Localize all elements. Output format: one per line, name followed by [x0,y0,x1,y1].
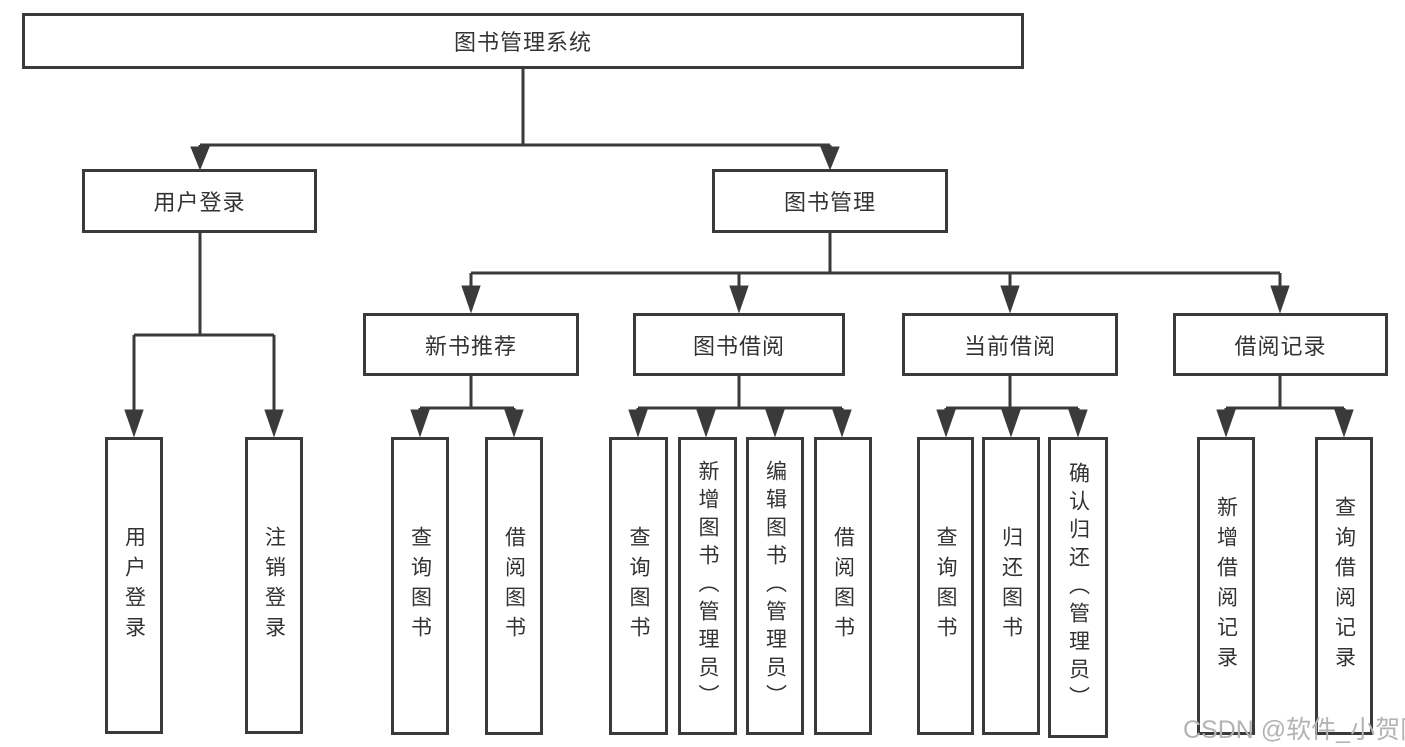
leaf-add-books-admin: 新增图书（管理员） [678,437,737,735]
leaf-label: 新增借阅记录 [1214,496,1238,676]
connector-root-to-level2 [190,68,840,171]
connector-current-borrow-children [936,376,1088,438]
node-label: 新书推荐 [424,333,517,359]
leaf-logout: 注销登录 [245,437,303,734]
leaf-query-borrow-record: 查询借阅记录 [1315,437,1373,735]
leaf-label: 查询图书 [627,526,650,646]
leaf-label: 编辑图书（管理员） [763,460,787,712]
node-label: 当前借阅 [963,333,1056,359]
node-label: 用户登录 [153,190,246,215]
connector-book-borrow-children [628,376,852,438]
leaf-label: 查询图书 [408,526,432,646]
leaf-query-books-borrow: 查询图书 [609,437,668,735]
leaf-return-books: 归还图书 [982,437,1040,735]
connector-book-management-children [461,233,1290,314]
leaf-borrow-books-recommend: 借阅图书 [485,437,543,735]
node-user-login: 用户登录 [82,169,317,233]
node-new-book-recommendation: 新书推荐 [363,313,579,376]
leaf-label: 新增图书（管理员） [696,460,719,712]
connector-borrow-records-children [1216,376,1354,438]
node-label: 图书管理 [783,190,876,215]
node-book-management: 图书管理 [712,169,948,233]
leaf-label: 确认归还（管理员） [1066,461,1090,714]
node-label: 借阅记录 [1234,333,1327,359]
leaf-add-borrow-record: 新增借阅记录 [1197,437,1255,735]
leaf-label: 归还图书 [999,526,1023,646]
node-current-borrowing: 当前借阅 [902,313,1118,376]
leaf-label: 查询图书 [934,526,957,646]
connector-user-login-children [124,233,284,438]
watermark-text: CSDN @软件_小贺同学 [1183,716,1405,744]
leaf-edit-books-admin: 编辑图书（管理员） [746,437,804,735]
leaf-query-books-current: 查询图书 [917,437,974,735]
connector-new-book-children [410,376,524,438]
leaf-query-books-recommend: 查询图书 [391,437,449,735]
node-label: 图书管理系统 [453,30,592,55]
leaf-label: 查询借阅记录 [1332,496,1356,676]
leaf-label: 借阅图书 [502,526,526,646]
leaf-label: 借阅图书 [831,526,855,646]
leaf-borrow-books: 借阅图书 [814,437,872,735]
leaf-label: 注销登录 [262,525,286,646]
leaf-user-login: 用户登录 [105,437,163,734]
leaf-label: 用户登录 [122,525,146,646]
node-label: 图书借阅 [692,333,785,359]
node-borrowing-records: 借阅记录 [1173,313,1388,376]
leaf-confirm-return-admin: 确认归还（管理员） [1048,437,1108,738]
node-library-management-system: 图书管理系统 [22,13,1024,69]
node-book-borrowing: 图书借阅 [633,313,845,376]
